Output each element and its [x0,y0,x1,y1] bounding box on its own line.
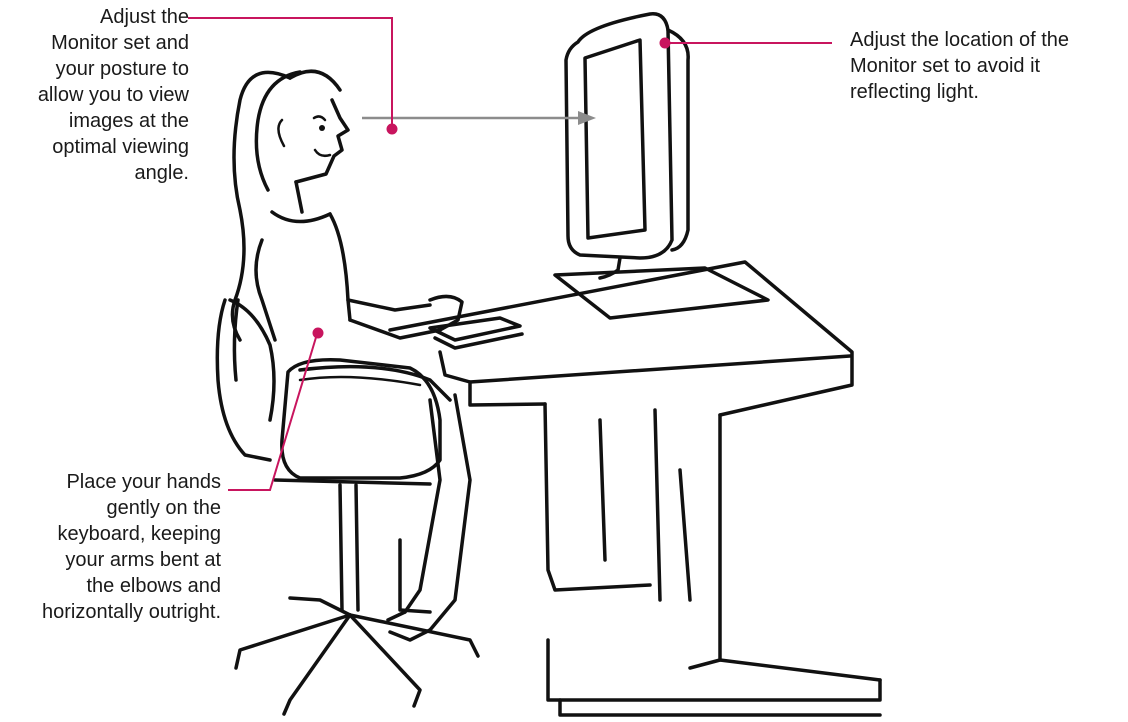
note-monitor-angle: Adjust the Monitor set and your posture … [0,4,189,186]
callout-hands [228,329,323,491]
chair [217,300,478,714]
note-monitor-location: Adjust the location of the Monitor set t… [850,27,1120,105]
monitor [555,14,768,318]
sight-line [362,111,596,125]
keyboard [430,318,522,348]
person [232,71,470,640]
desk [390,262,880,715]
note-hands-position: Place your hands gently on the keyboard,… [0,469,221,625]
